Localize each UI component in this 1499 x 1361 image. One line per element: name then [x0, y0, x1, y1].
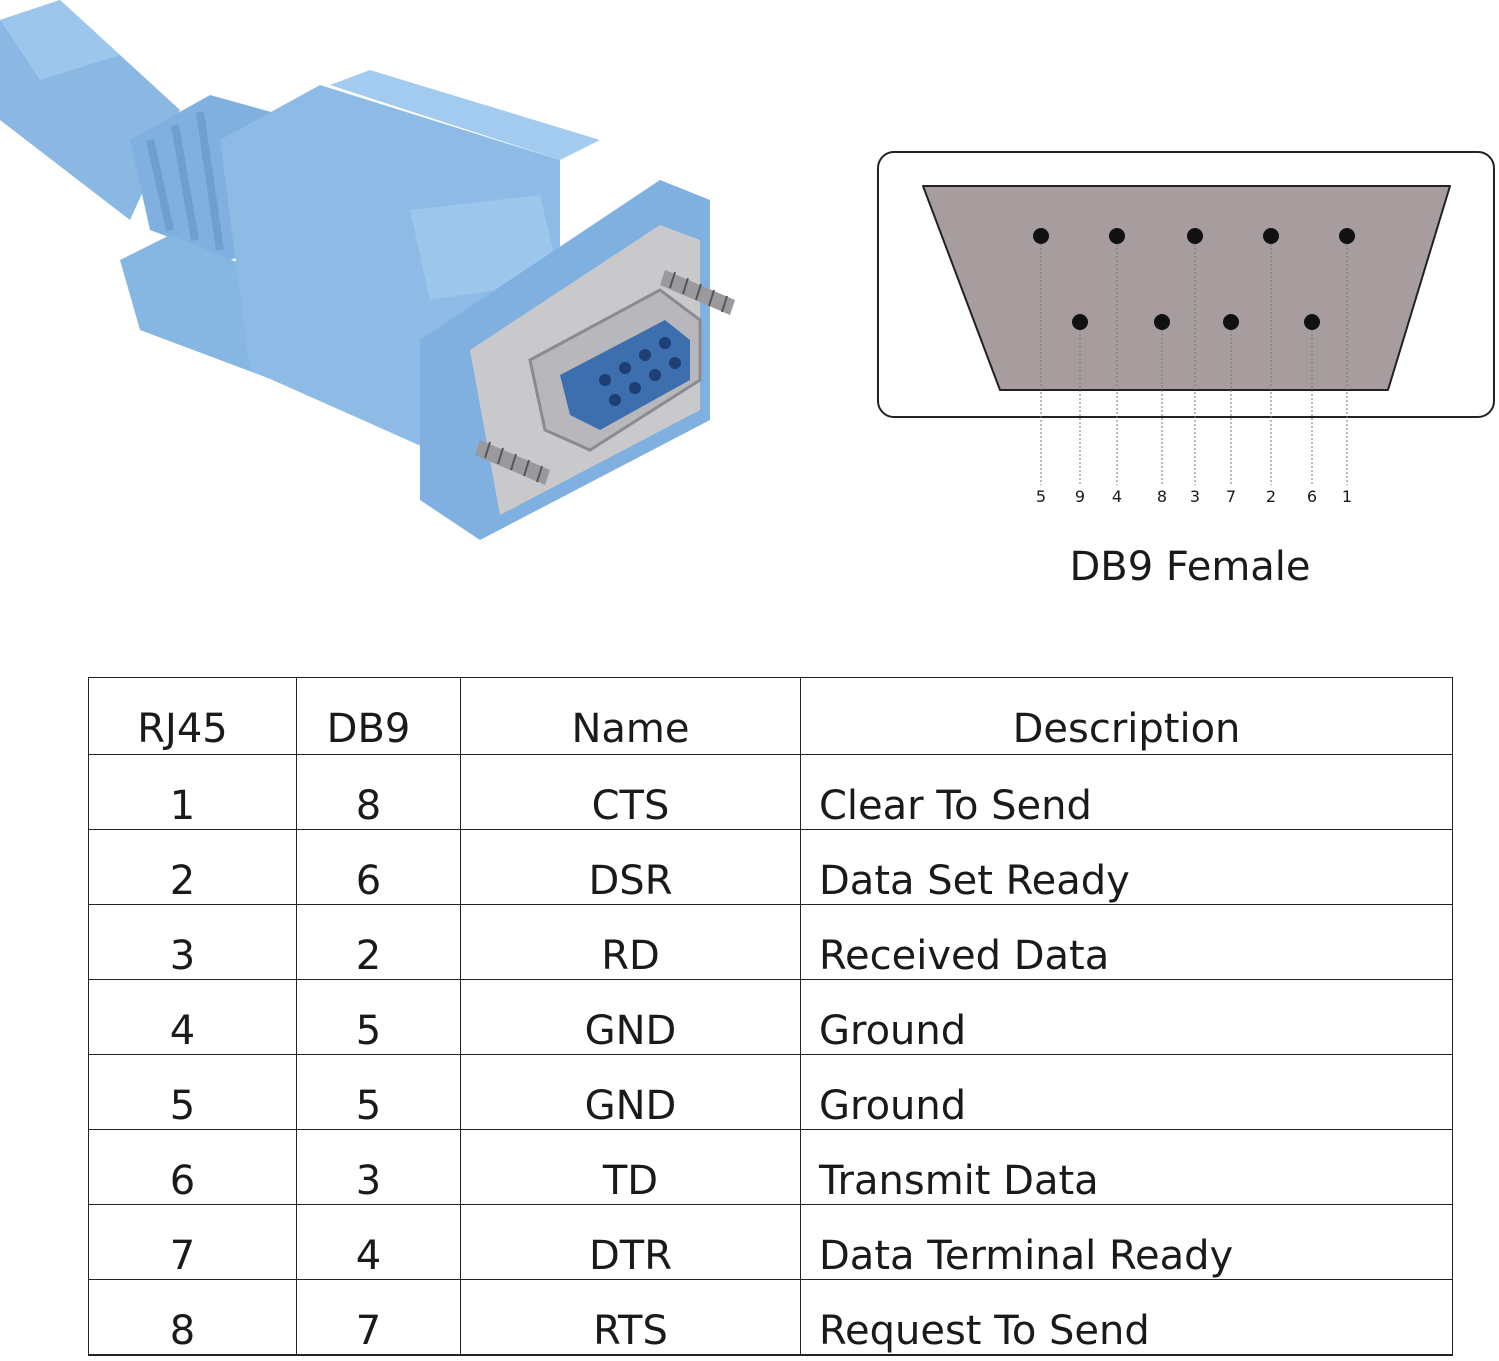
description-cell: Received Data: [800, 904, 1453, 980]
column-header-description: Description: [800, 677, 1453, 755]
rj45-pin-cell: 2: [88, 829, 297, 905]
rj45-pin-cell: 1: [88, 754, 297, 830]
rj45-pin-cell: 7: [88, 1204, 297, 1280]
rj45-pin-cell: 4: [88, 979, 297, 1055]
description-cell: Request To Send: [800, 1279, 1453, 1356]
signal-name-cell: DSR: [460, 829, 801, 905]
table-header-row: RJ45 DB9 Name Description: [88, 677, 1453, 755]
rj45-pin-cell: 8: [88, 1279, 297, 1356]
rj45-pin-cell: 6: [88, 1129, 297, 1205]
description-cell: Data Set Ready: [800, 829, 1453, 905]
pin-number-label: 3: [1189, 487, 1201, 506]
description-cell: Transmit Data: [800, 1129, 1453, 1205]
diagram-frame: [877, 151, 1495, 418]
db9-pin-cell: 8: [296, 754, 461, 830]
pin-number-label: 5: [1035, 487, 1047, 506]
pin-number-label: 9: [1074, 487, 1086, 506]
db9-pin-cell: 6: [296, 829, 461, 905]
pin-dot: [1223, 314, 1239, 330]
pin-dot: [1339, 228, 1355, 244]
pin-dot: [1109, 228, 1125, 244]
diagram-caption: DB9 Female: [1069, 544, 1311, 590]
pin-dot: [1072, 314, 1088, 330]
rj45-pin-cell: 3: [88, 904, 297, 980]
description-cell: Ground: [800, 979, 1453, 1055]
pin-dot: [1033, 228, 1049, 244]
db9-pin-cell: 5: [296, 1054, 461, 1130]
column-header-db9: DB9: [296, 677, 461, 755]
pin-number-label: 7: [1225, 487, 1237, 506]
db9-pin-cell: 5: [296, 979, 461, 1055]
signal-name-cell: GND: [460, 979, 801, 1055]
signal-name-cell: RTS: [460, 1279, 801, 1356]
pin-number-label: 6: [1306, 487, 1318, 506]
pin-dot: [1154, 314, 1170, 330]
db9-pin-cell: 2: [296, 904, 461, 980]
rj45-pin-cell: 5: [88, 1054, 297, 1130]
thumb-screw-bottom: [475, 440, 550, 485]
db9-pinout-diagram: [877, 151, 1495, 485]
signal-name-cell: RD: [460, 904, 801, 980]
signal-name-cell: DTR: [460, 1204, 801, 1280]
signal-name-cell: GND: [460, 1054, 801, 1130]
pin-dot: [1304, 314, 1320, 330]
db9-pin-cell: 4: [296, 1204, 461, 1280]
thumb-screw-top: [660, 270, 735, 315]
description-cell: Data Terminal Ready: [800, 1204, 1453, 1280]
pin-number-label: 2: [1265, 487, 1277, 506]
pin-number-label: 8: [1156, 487, 1168, 506]
column-header-name: Name: [460, 677, 801, 755]
description-cell: Ground: [800, 1054, 1453, 1130]
connector-face: [922, 185, 1451, 391]
signal-name-cell: TD: [460, 1129, 801, 1205]
db9-pin-cell: 7: [296, 1279, 461, 1356]
column-header-rj45: RJ45: [88, 677, 297, 755]
db9-pin-cell: 3: [296, 1129, 461, 1205]
pin-dot: [1263, 228, 1279, 244]
pin-number-label: 4: [1111, 487, 1123, 506]
signal-name-cell: CTS: [460, 754, 801, 830]
pin-dot: [1187, 228, 1203, 244]
description-cell: Clear To Send: [800, 754, 1453, 830]
pin-number-label: 1: [1341, 487, 1353, 506]
db9-connector-photo: [0, 0, 735, 540]
